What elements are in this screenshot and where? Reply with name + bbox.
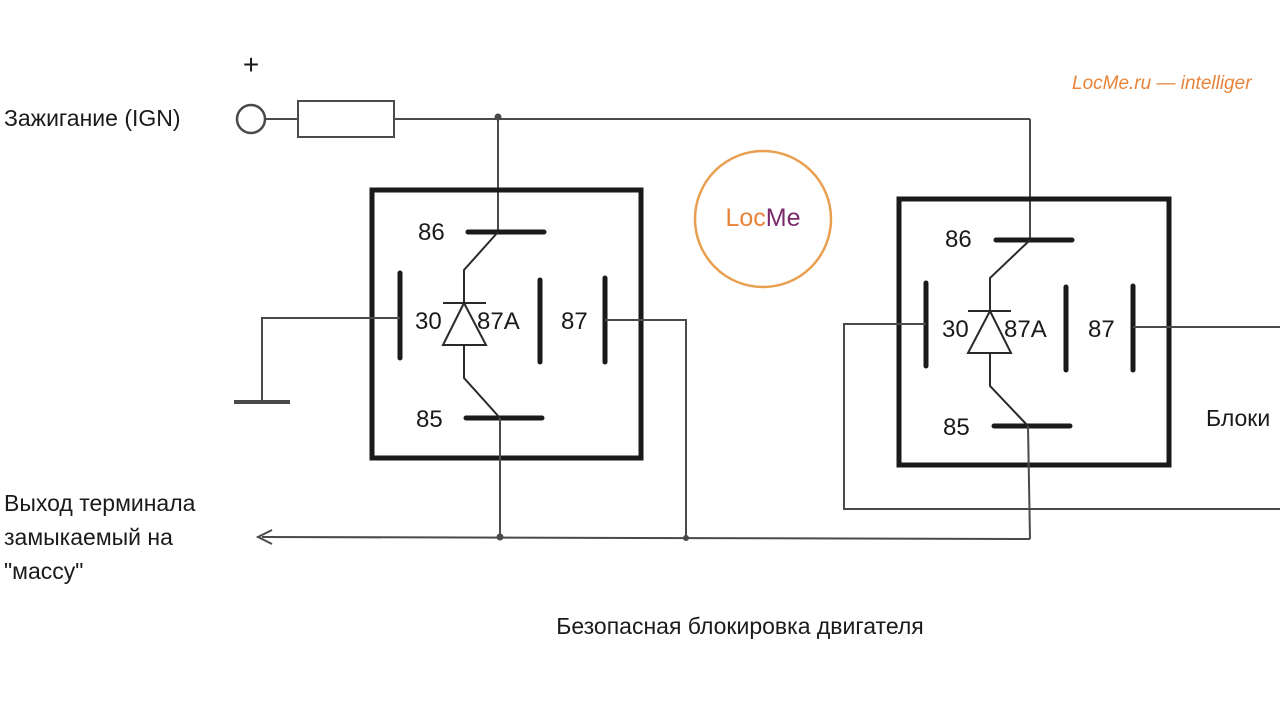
wire-right-85-down (1027, 425, 1031, 540)
logo-part-loc: Loc (725, 204, 765, 232)
relay-right: 86 85 30 87A 87 (896, 196, 1172, 468)
logo-circle (693, 149, 833, 289)
wire-left-87-down (605, 319, 687, 540)
relay-left-coil-bottom (463, 345, 501, 419)
output-label-line3: "массу" (4, 558, 83, 584)
junction-dot-87 (683, 535, 689, 541)
relay-left-label-87: 87 (561, 308, 588, 335)
relay-right-label-85: 85 (943, 414, 970, 441)
relay-right-coil-top (989, 239, 1031, 311)
relay-left-label-85: 85 (416, 406, 443, 433)
relay-left-label-87a: 87A (477, 308, 520, 335)
locme-logo: LocMe (693, 149, 833, 289)
ignition-terminal (235, 103, 267, 135)
relay-left-label-86: 86 (418, 219, 445, 246)
wire-right-30-loop (843, 323, 1280, 510)
junction-dot-85 (496, 533, 504, 541)
relay-right-label-86: 86 (945, 226, 972, 253)
watermark-text: LocMe.ru — intelliger (1072, 73, 1252, 94)
relay-right-label-87: 87 (1088, 316, 1115, 343)
relay-right-label-30: 30 (942, 316, 969, 343)
output-label-line1: Выход терминала (4, 490, 196, 516)
wire-left-30-to-ground (261, 317, 400, 401)
ignition-label: Зажигание (IGN) (4, 105, 181, 131)
relay-right-coil-bottom (989, 353, 1029, 427)
relay-right-label-87a: 87A (1004, 316, 1047, 343)
fuse (297, 100, 395, 138)
right-partial-label: Блоки (1206, 405, 1270, 431)
relay-right-box (896, 196, 1172, 468)
diagram-caption: Безопасная блокировка двигателя (556, 613, 923, 639)
logo-part-me: Me (766, 204, 801, 232)
relay-left: 86 85 30 87A 87 (369, 187, 644, 461)
wire-output-bus (261, 536, 1031, 540)
logo-text: LocMe (725, 204, 800, 232)
output-arrow (255, 529, 273, 545)
relay-left-box (369, 187, 644, 461)
relay-left-coil-top (463, 231, 499, 303)
relay-left-label-30: 30 (415, 308, 442, 335)
output-label-line2: замыкаемый на (4, 524, 173, 550)
plus-sign: + (243, 49, 259, 80)
